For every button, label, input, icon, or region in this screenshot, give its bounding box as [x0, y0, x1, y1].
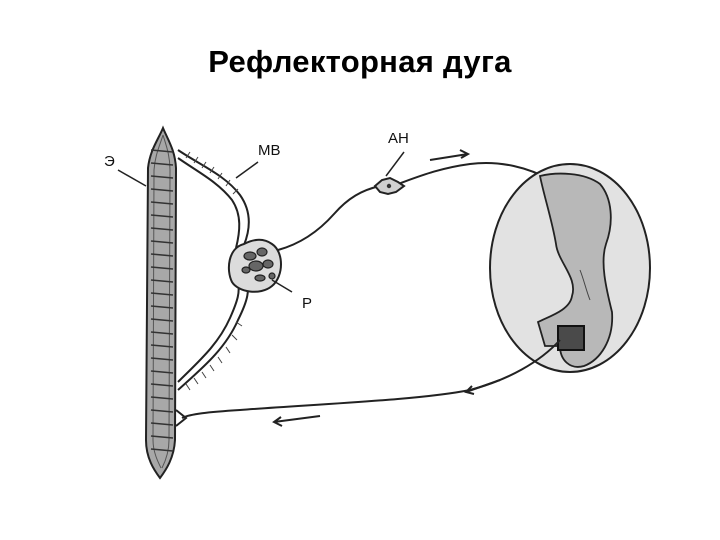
- efferent-direction-arrow-1: [464, 379, 501, 395]
- striation-line: [150, 162, 174, 166]
- striation-line: [150, 357, 174, 361]
- label-muscle-spindle: МВ: [258, 142, 281, 159]
- striation-line: [150, 383, 174, 387]
- motor-neuron-body: [557, 325, 585, 351]
- striation-line: [150, 253, 174, 257]
- afferent-direction-arrow: [429, 149, 471, 161]
- striation-line: [150, 214, 174, 218]
- effector-muscle: [144, 125, 178, 480]
- striation-line: [150, 279, 174, 283]
- efferent-nerve-fiber: [175, 339, 561, 427]
- striation-line: [150, 149, 174, 153]
- striation-line: [150, 175, 174, 179]
- leader-lines: [117, 151, 405, 293]
- striation-line: [150, 435, 174, 439]
- striation-line: [150, 448, 174, 452]
- striation-line: [150, 344, 174, 348]
- label-effector: Э: [104, 153, 115, 170]
- striation-line: [150, 422, 174, 426]
- striation-line: [150, 331, 174, 335]
- diagram-title: Рефлекторная дуга: [208, 44, 512, 79]
- muscle-spindle: [177, 149, 250, 391]
- striation-line: [150, 227, 174, 231]
- striation-line: [150, 188, 174, 192]
- label-afferent-neuron: АН: [388, 130, 409, 147]
- striation-line: [150, 240, 174, 244]
- afferent-neuron-soma: [373, 176, 406, 196]
- striation-line: [150, 370, 174, 374]
- striation-line: [150, 201, 174, 205]
- muscle-striations: [150, 149, 174, 452]
- label-receptor: Р: [302, 295, 312, 312]
- efferent-direction-arrow-2: [272, 415, 321, 427]
- striation-line: [150, 409, 174, 413]
- striation-line: [150, 305, 174, 309]
- striation-line: [150, 318, 174, 322]
- striation-line: [150, 266, 174, 270]
- striation-line: [150, 292, 174, 296]
- spinal-cord-section: [489, 163, 651, 373]
- receptor-ending: [227, 238, 282, 293]
- striation-line: [150, 396, 174, 400]
